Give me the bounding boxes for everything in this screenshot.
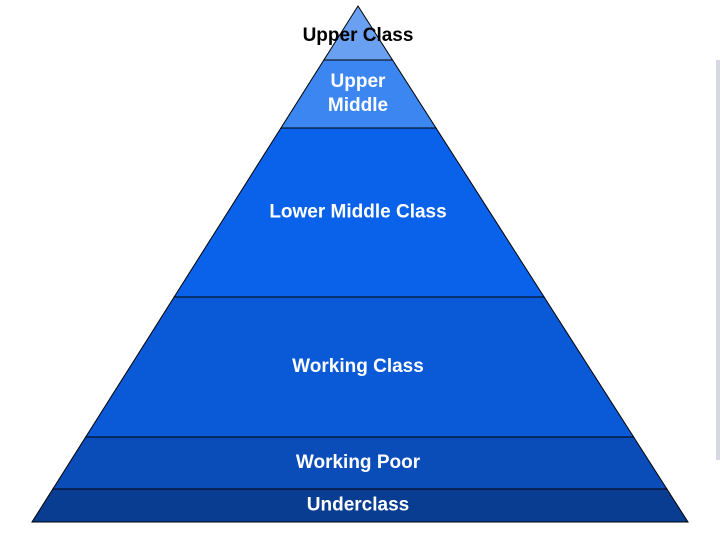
tier-label-1-line-0: Upper xyxy=(331,71,387,92)
right-edge-bar xyxy=(716,60,720,460)
tier-label-1-line-1: Middle xyxy=(328,95,388,116)
pyramid-tier-5 xyxy=(31,488,689,523)
tier-label-5-line-0: Underclass xyxy=(307,495,409,516)
tier-label-4-line-0: Working Poor xyxy=(296,452,421,473)
tier-label-3-line-0: Working Class xyxy=(292,356,424,377)
tier-label-0-line-0: Upper Class xyxy=(303,25,414,46)
tier-label-2-line-0: Lower Middle Class xyxy=(269,202,446,223)
